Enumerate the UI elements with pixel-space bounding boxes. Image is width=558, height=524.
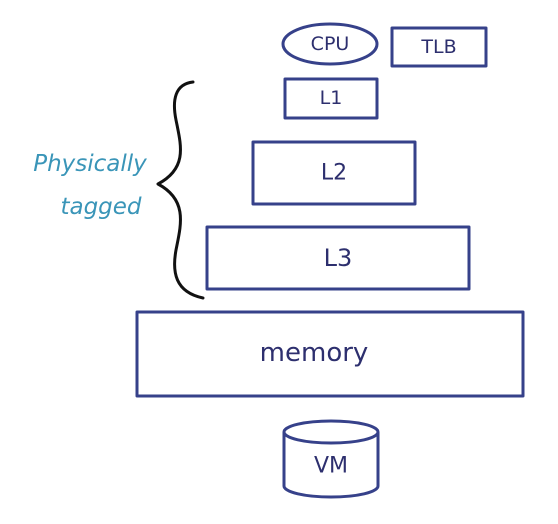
vm-node: VM xyxy=(282,419,380,499)
l3-label: L3 xyxy=(324,244,353,272)
cpu-node: CPU xyxy=(281,22,379,66)
memory-box xyxy=(135,310,525,398)
l1-label: L1 xyxy=(320,87,343,109)
tlb-label: TLB xyxy=(420,36,456,58)
l1-node: L1 xyxy=(283,77,379,120)
annotation-line-1: Physically xyxy=(33,151,147,177)
memory-node: memory xyxy=(135,310,525,398)
l3-node: L3 xyxy=(205,225,471,291)
memory-label: memory xyxy=(260,338,369,368)
cpu-ellipse xyxy=(281,22,379,66)
tlb-node: TLB xyxy=(390,26,488,68)
annotation-line-2: tagged xyxy=(60,194,141,220)
l1-box xyxy=(283,77,379,120)
vm-cylinder-body xyxy=(282,432,380,499)
curly-brace xyxy=(156,80,205,300)
l2-node: L2 xyxy=(251,140,417,206)
vm-label: VM xyxy=(314,454,348,479)
l3-box xyxy=(205,225,471,291)
vm-cylinder-top xyxy=(282,419,380,445)
l2-label: L2 xyxy=(321,161,347,186)
cpu-label: CPU xyxy=(311,33,350,55)
tlb-box xyxy=(390,26,488,68)
physically-tagged-annotation: Physically tagged xyxy=(33,151,147,220)
l2-box xyxy=(251,140,417,206)
